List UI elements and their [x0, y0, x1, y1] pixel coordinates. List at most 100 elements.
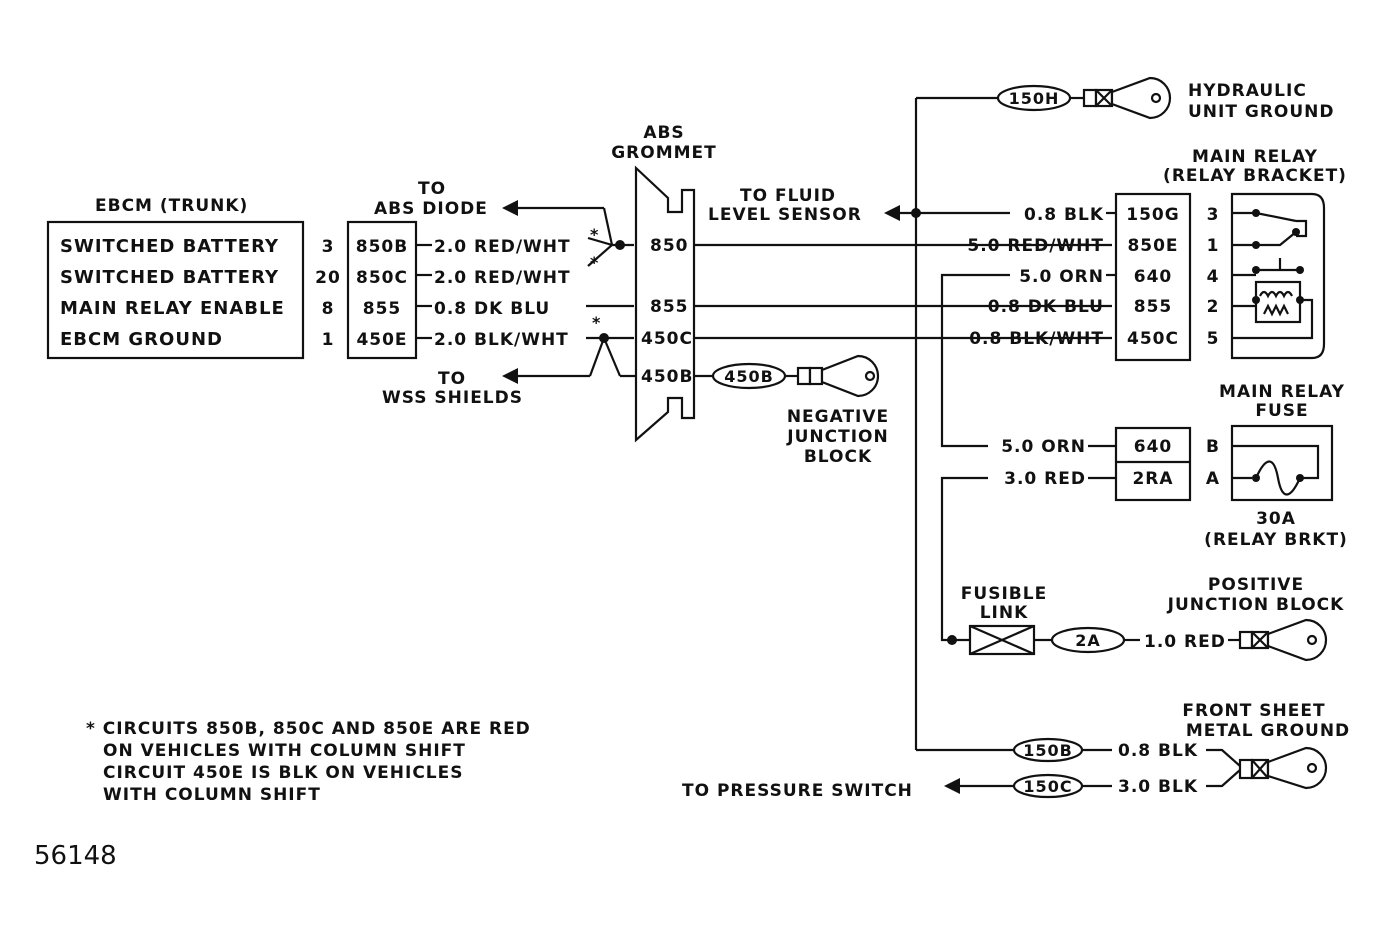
relay-circuit: 150G: [1126, 205, 1179, 225]
grommet-title: ABS: [643, 123, 684, 143]
negative-junction-label: NEGATIVE: [787, 407, 889, 427]
relay-wire: 0.8 DK BLU: [988, 297, 1104, 317]
connector-label: 450B: [724, 367, 774, 386]
fuse-title: FUSE: [1255, 401, 1308, 421]
splice-dot: [615, 240, 625, 250]
relay-circuit: 855: [1134, 297, 1173, 317]
splice-850: * *: [502, 200, 634, 272]
hydraulic-label: HYDRAULIC: [1188, 81, 1307, 101]
arrow-wss-shields: [502, 368, 518, 384]
grommet-pin: 450B: [641, 367, 693, 387]
footnote-line: CIRCUIT 450E IS BLK ON VEHICLES: [103, 763, 463, 783]
abs-diode-label: ABS DIODE: [374, 199, 488, 219]
fuse-wire: 3.0 RED: [1004, 469, 1086, 489]
splice-450: *: [502, 304, 640, 384]
arrow-pressure-switch: [944, 778, 960, 794]
connector-label: 150C: [1023, 777, 1072, 796]
footnote-line: * CIRCUITS 850B, 850C AND 850E ARE RED: [86, 719, 531, 739]
relay-circuit: 850E: [1127, 236, 1178, 256]
abs-grommet: ABS GROMMET 850 855 450C 450B: [611, 123, 717, 443]
relay-pin: 1: [1207, 236, 1220, 256]
main-relay: MAIN RELAY (RELAY BRACKET) 0.8 BLK 5.0 R…: [967, 147, 1347, 362]
ebcm-title: EBCM (TRUNK): [95, 196, 248, 216]
ebcm-connector-circuit: 850B: [356, 237, 408, 257]
grommet-pin: 855: [650, 297, 689, 317]
ebcm-connector-circuit: 450E: [356, 330, 407, 350]
negative-junction: 450B NEGATIVE JUNCTION BLOCK: [694, 354, 889, 467]
ebcm-row-label: SWITCHED BATTERY: [60, 267, 279, 288]
main-relay-title: MAIN RELAY: [1192, 147, 1318, 167]
relay-wire: 0.8 BLK: [1024, 205, 1104, 225]
ebcm-pin: 1: [322, 330, 335, 350]
relay-pin: 3: [1207, 205, 1220, 225]
hydraulic-label: UNIT GROUND: [1188, 102, 1335, 122]
footnote-line: ON VEHICLES WITH COLUMN SHIFT: [103, 741, 466, 761]
splice-dot: [947, 635, 957, 645]
wss-to: TO: [438, 369, 466, 389]
fuse-rating: 30A: [1256, 509, 1296, 529]
ebcm-module: EBCM (TRUNK) SWITCHED BATTERY SWITCHED B…: [46, 196, 341, 360]
footnotes: * CIRCUITS 850B, 850C AND 850E ARE RED O…: [86, 719, 531, 805]
fusible-link-label: LINK: [980, 603, 1029, 623]
hydraulic-ground: 150H HYDRAULIC UNIT GROUND: [996, 76, 1335, 122]
footnote-line: WITH COLUMN SHIFT: [103, 785, 321, 805]
positive-junction: POSITIVE JUNCTION BLOCK: [1167, 575, 1345, 662]
ebcm-row-label: SWITCHED BATTERY: [60, 236, 279, 257]
connector-label: 150B: [1023, 741, 1073, 760]
grommet-pin: 850: [650, 236, 689, 256]
ebcm-wires: 2.0 RED/WHT 2.0 RED/WHT 0.8 DK BLU 2.0 B…: [416, 237, 571, 350]
abs-diode-to: TO: [418, 179, 446, 199]
positive-junction-label: JUNCTION BLOCK: [1167, 595, 1345, 615]
ebcm-connector-circuit: 850C: [356, 268, 408, 288]
fuse-location: (RELAY BRKT): [1204, 530, 1348, 550]
fusible-link: FUSIBLE LINK 2A 1.0 RED: [961, 584, 1240, 656]
fusible-link-label: FUSIBLE: [961, 584, 1047, 604]
front-ground-wire: 3.0 BLK: [1118, 777, 1198, 797]
ebcm-connector-circuit: 855: [363, 299, 402, 319]
main-relay-fuse: MAIN RELAY FUSE 5.0 ORN 3.0 RED 640 2RA …: [1001, 382, 1348, 550]
front-ground-wire: 0.8 BLK: [1118, 741, 1198, 761]
connector-label: 150H: [1009, 89, 1060, 108]
ebcm-pin: 8: [322, 299, 335, 319]
grommet-pin: 450C: [641, 329, 693, 349]
relay-pin: 5: [1207, 329, 1220, 349]
relay-wire: 0.8 BLK/WHT: [969, 329, 1104, 349]
ebcm-connector: 850B 850C 855 450E: [346, 220, 418, 360]
relay-contacts: [1232, 209, 1314, 340]
main-relay-title: (RELAY BRACKET): [1163, 166, 1347, 186]
fluid-level-label: TO FLUID: [740, 186, 836, 206]
wire-label: 0.8 DK BLU: [434, 299, 550, 319]
fuse-title: MAIN RELAY: [1219, 382, 1345, 402]
ebcm-row-label: EBCM GROUND: [60, 329, 223, 350]
pressure-switch-label: TO PRESSURE SWITCH: [682, 781, 913, 801]
arrow-fluid-level: [884, 205, 900, 221]
relay-circuit: 450C: [1127, 329, 1179, 349]
positive-junction-label: POSITIVE: [1208, 575, 1304, 595]
splice-asterisk: *: [590, 253, 599, 272]
ebcm-pin: 20: [315, 268, 341, 288]
ebcm-pin: 3: [322, 237, 335, 257]
relay-pin: 4: [1207, 267, 1220, 287]
wire-label: 2.0 RED/WHT: [434, 268, 571, 288]
relay-circuit: 640: [1134, 267, 1173, 287]
fuse-circuit: 2RA: [1132, 469, 1173, 489]
splice-asterisk: *: [590, 225, 599, 244]
fluid-level-label: LEVEL SENSOR: [708, 205, 862, 225]
arrow-abs-diode: [502, 200, 518, 216]
grommet-title: GROMMET: [611, 143, 717, 163]
relay-wire: 5.0 RED/WHT: [967, 236, 1104, 256]
ebcm-box: [46, 220, 305, 360]
front-ground: FRONT SHEET METAL GROUND 150B 0.8 BLK 15…: [682, 701, 1349, 801]
fuse-wire: 5.0 ORN: [1001, 437, 1086, 457]
splice-dot: [599, 333, 609, 343]
wire-label: 2.0 BLK/WHT: [434, 330, 569, 350]
wire-label: 2.0 RED/WHT: [434, 237, 571, 257]
splice-asterisk: *: [592, 313, 601, 332]
fusible-wire: 1.0 RED: [1144, 632, 1226, 652]
front-ground-label: FRONT SHEET: [1182, 701, 1325, 721]
negative-junction-label: BLOCK: [804, 447, 872, 467]
fuse-pin: A: [1206, 469, 1220, 489]
fuse-circuit: 640: [1134, 437, 1173, 457]
relay-pin: 2: [1207, 297, 1220, 317]
